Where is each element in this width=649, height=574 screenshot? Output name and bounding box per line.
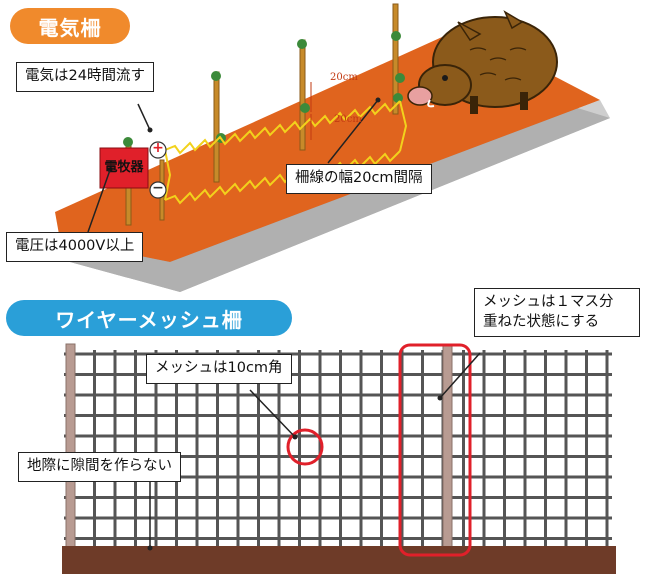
leader-line [137,103,151,131]
minus-terminal-label: − [152,180,164,196]
insulators [123,31,405,147]
insulator-icon [211,71,221,81]
insulator-icon [300,103,310,113]
fence-post [392,3,399,115]
wire-link [164,149,172,201]
leader-line [249,389,296,438]
spacing-mark-lower: 20cm [334,114,362,125]
leader-dot [437,395,443,401]
callout-hours: 電気は24時間流す [16,62,154,92]
leader-dot [375,97,381,103]
insulator-icon [395,73,405,83]
wire-link [399,100,408,152]
insulator-icon [297,39,307,49]
wire-mesh-scene [62,343,616,574]
insulator-icon [393,93,403,103]
mesh-post [65,343,76,549]
cell-highlight-circle [286,428,324,466]
leader-dot [147,127,153,133]
upper-wire [164,100,401,155]
mesh-post [442,343,453,549]
callout-wire-spacing: 柵線の幅20cm間隔 [286,164,432,194]
device-label: 電牧器 [104,160,144,175]
electric-fence-device-icon [99,141,167,199]
callout-overlap-line1: メッシュは１マス分 [483,294,614,310]
plus-terminal-label: + [152,140,164,156]
leader-line [327,99,379,164]
callout-cell-size: メッシュは10cm角 [146,354,292,384]
ground-slab-edge [60,100,610,292]
ground-strip [62,546,616,574]
fence-post [299,39,306,151]
leader-line [439,352,481,399]
insulator-icon [391,31,401,41]
insulator-icon [123,137,133,147]
boar-icon [407,10,558,114]
leader-dot [107,167,113,173]
fence-post [213,71,220,183]
electric-fence-title: 電気柵 [10,8,130,44]
callout-overlap: メッシュは１マス分 重ねた状態にする [474,288,640,338]
wire-mesh-fence-title: ワイヤーメッシュ柵 [6,300,292,336]
overlap-highlight-box [398,343,472,557]
leader-line [87,169,111,233]
callout-overlap-line2: 重ねた状態にする [483,313,600,330]
leader-dot [292,434,298,440]
callout-ground-gap: 地際に隙間を作らない [18,452,181,482]
leader-dot [147,545,153,551]
spacing-mark-upper: 20cm [330,72,358,83]
callout-voltage: 電圧は4000V以上 [6,232,144,262]
